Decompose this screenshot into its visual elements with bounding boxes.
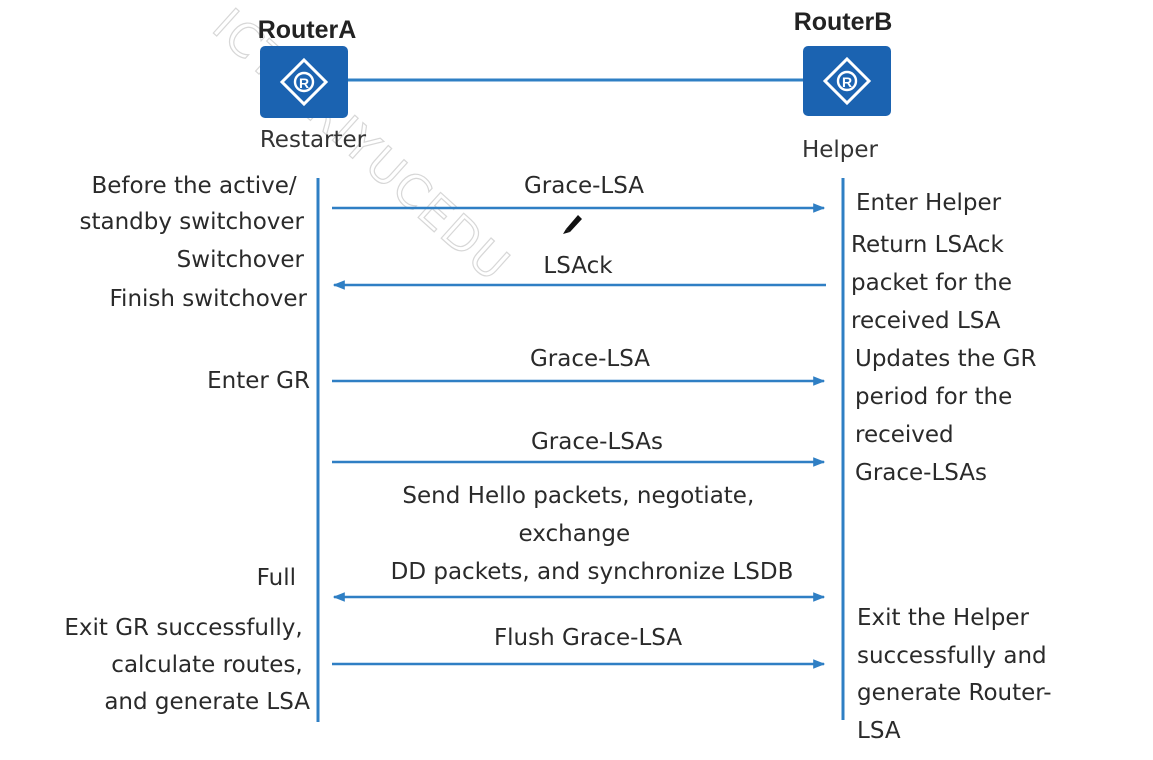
message-lsack: LSAck [332, 253, 826, 290]
message-flush-grace-lsa: Flush Grace-LSA [332, 625, 826, 669]
left-label-switchover: Switchover [177, 247, 305, 273]
svg-text:R: R [842, 74, 852, 90]
left-label-enter-gr: Enter GR [207, 368, 310, 394]
router-a-title: RouterA [258, 16, 357, 44]
right-label-enter-helper: Enter Helper [856, 190, 1002, 216]
right-label-return-lsack: Return LSAck packet for the received LSA [851, 232, 1019, 334]
svg-text:Grace-LSA: Grace-LSA [530, 346, 650, 372]
router-b-icon: R [803, 46, 891, 116]
svg-text:Flush Grace-LSA: Flush Grace-LSA [494, 625, 682, 651]
router-b-role: Helper [802, 137, 879, 163]
message-grace-lsa-2: Grace-LSA [332, 346, 826, 386]
left-label-full: Full [257, 565, 296, 591]
router-b-title: RouterB [794, 8, 893, 36]
svg-text:Grace-LSA: Grace-LSA [524, 173, 644, 199]
svg-text:Send Hello packets, negotiate,: Send Hello packets, negotiate, exchange … [391, 483, 794, 585]
message-grace-lsa-1: Grace-LSA [332, 173, 826, 213]
pencil-cursor-icon [563, 215, 582, 234]
right-label-exit-helper: Exit the Helper successfully and generat… [857, 605, 1059, 744]
svg-text:Grace-LSAs: Grace-LSAs [531, 429, 663, 455]
router-a-role: Restarter [260, 127, 367, 153]
right-label-update-gr-period: Updates the GR period for the received G… [855, 346, 1044, 486]
svg-text:R: R [299, 75, 309, 91]
router-a-icon: R [260, 46, 348, 118]
left-label-exit-gr: Exit GR successfully, calculate routes, … [64, 615, 310, 715]
svg-text:LSAck: LSAck [543, 253, 613, 279]
message-grace-lsas: Grace-LSAs [332, 429, 826, 467]
message-hello-dd-exchange: Send Hello packets, negotiate, exchange … [332, 483, 826, 602]
left-label-finish-switchover: Finish switchover [110, 286, 308, 312]
left-label-before-switchover: Before the active/ standby switchover [79, 173, 304, 235]
